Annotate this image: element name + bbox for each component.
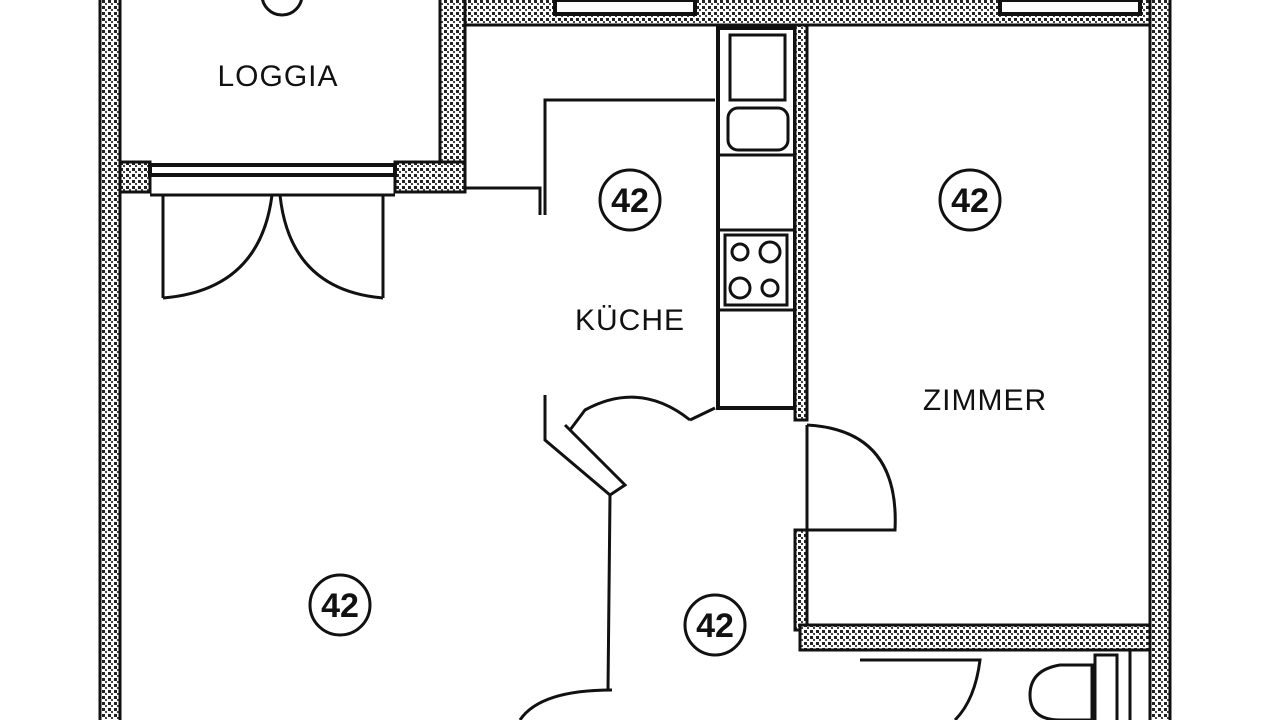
outer-wall-right <box>1148 0 1172 720</box>
room-wall-bottom <box>798 623 1152 652</box>
kitchen-counter <box>716 26 797 410</box>
room-wall-left <box>793 23 809 422</box>
kitchen-number: 42 <box>611 182 649 220</box>
kitchen-number-circle <box>598 168 662 232</box>
hall-number-circle <box>683 593 747 657</box>
sink-icon <box>728 33 787 102</box>
hall-door-swing <box>518 688 613 720</box>
loggia-wall-bottom-right <box>393 160 467 194</box>
balcony-door-frame <box>148 163 397 177</box>
room-label: ZIMMER <box>923 384 1047 417</box>
room-number: 42 <box>951 182 989 220</box>
loggia-wall <box>438 0 467 192</box>
window-top-1 <box>553 0 697 16</box>
living-number: 42 <box>321 587 359 625</box>
living-number-circle <box>308 573 372 637</box>
balcony-double-door[interactable] <box>161 194 385 300</box>
bath-door-swing <box>860 658 982 720</box>
kitchen-partition <box>465 98 715 215</box>
hall-wall-left <box>606 494 612 691</box>
stove-icon <box>723 233 789 307</box>
sink-basin-icon <box>726 106 790 152</box>
hall-number: 42 <box>696 607 734 645</box>
loggia-wall-bottom-left <box>118 160 152 194</box>
loggia-number-circle <box>261 0 303 17</box>
room-wall-left-lower <box>793 528 809 632</box>
kitchen-door[interactable] <box>568 395 716 431</box>
kitchen-label: KÜCHE <box>575 304 685 337</box>
room-number-circle <box>938 168 1002 232</box>
window-top-2 <box>998 0 1142 16</box>
toilet-icon <box>1028 650 1132 720</box>
outer-wall-left <box>98 0 122 720</box>
room-door[interactable] <box>805 423 897 532</box>
loggia-label: LOGGIA <box>217 60 338 93</box>
